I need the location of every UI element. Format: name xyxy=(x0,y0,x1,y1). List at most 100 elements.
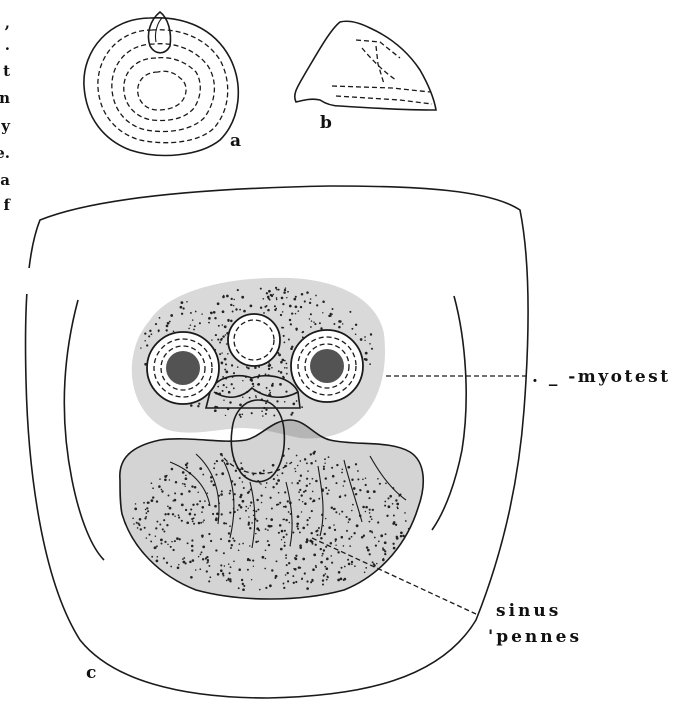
stipple-dot xyxy=(258,529,260,531)
stipple-dot xyxy=(169,507,172,510)
stipple-dot xyxy=(262,556,265,559)
stipple-dot xyxy=(347,466,350,469)
stipple-dot xyxy=(263,470,265,472)
stipple-dot xyxy=(172,513,174,515)
stipple-dot xyxy=(189,561,192,564)
stipple-dot xyxy=(224,565,226,567)
stipple-dot xyxy=(231,365,233,367)
stipple-dot xyxy=(151,556,153,558)
stipple-dot xyxy=(197,405,199,407)
stipple-dot xyxy=(188,490,191,493)
stipple-dot xyxy=(365,506,368,509)
stipple-dot xyxy=(241,413,243,415)
stipple-dot xyxy=(284,367,286,369)
stipple-dot xyxy=(272,464,275,467)
stipple-dot xyxy=(364,336,366,338)
stipple-dot xyxy=(161,490,163,492)
stipple-dot xyxy=(242,583,244,585)
stipple-dot xyxy=(211,339,212,340)
stipple-dot xyxy=(202,506,205,509)
stipple-dot xyxy=(220,493,223,496)
stipple-dot xyxy=(231,383,233,385)
stipple-dot xyxy=(322,301,325,304)
stipple-dot xyxy=(310,326,312,328)
stipple-dot xyxy=(264,568,266,570)
stipple-dot xyxy=(290,323,292,325)
stipple-dot xyxy=(199,467,202,470)
stipple-dot xyxy=(320,327,322,329)
stipple-dot xyxy=(304,572,306,574)
stipple-dot xyxy=(298,491,300,493)
stipple-dot xyxy=(198,522,201,525)
stipple-dot xyxy=(159,317,161,319)
stipple-dot xyxy=(215,549,217,551)
stipple-dot xyxy=(267,529,269,531)
stipple-dot xyxy=(215,474,217,476)
stipple-dot xyxy=(223,399,224,400)
stipple-dot xyxy=(310,532,312,534)
stipple-dot xyxy=(182,558,184,560)
stipple-dot xyxy=(325,573,327,575)
stipple-dot xyxy=(307,470,309,472)
stipple-dot xyxy=(177,566,180,569)
stipple-dot xyxy=(272,294,274,296)
stipple-dot xyxy=(208,565,210,567)
stipple-dot xyxy=(182,471,185,474)
stipple-dot xyxy=(192,319,193,320)
stipple-dot xyxy=(384,501,386,503)
stipple-dot xyxy=(167,513,169,515)
stipple-dot xyxy=(323,533,325,535)
stipple-dot xyxy=(208,533,210,535)
stipple-dot xyxy=(247,492,249,494)
stipple-dot xyxy=(309,539,312,542)
figure-b-shell-side-view: b xyxy=(295,21,436,133)
stipple-dot xyxy=(253,385,255,387)
stipple-dot xyxy=(285,554,287,556)
stipple-dot xyxy=(366,490,369,493)
right-muscle-ring xyxy=(291,330,363,402)
stipple-dot xyxy=(229,525,231,527)
stipple-dot xyxy=(301,406,303,408)
stipple-dot xyxy=(164,475,167,478)
stipple-dot xyxy=(283,583,285,585)
stipple-dot xyxy=(221,490,223,492)
stipple-dot xyxy=(296,455,298,457)
stipple-dot xyxy=(346,530,348,532)
stipple-dot xyxy=(382,547,384,549)
stipple-dot xyxy=(315,295,317,297)
stipple-dot xyxy=(137,527,139,529)
stipple-dot xyxy=(339,513,341,515)
stipple-dot xyxy=(232,537,234,539)
stipple-dot xyxy=(285,574,287,576)
stipple-dot xyxy=(155,323,157,325)
stipple-dot xyxy=(239,543,241,545)
stipple-dot xyxy=(269,497,271,499)
stipple-dot xyxy=(183,557,185,559)
stipple-dot xyxy=(351,561,353,563)
stipple-dot xyxy=(286,367,288,369)
stipple-dot xyxy=(361,536,364,539)
stipple-dot xyxy=(146,507,148,509)
stipple-dot xyxy=(340,578,343,581)
stipple-dot xyxy=(230,320,233,323)
stipple-dot xyxy=(364,572,366,574)
stipple-dot xyxy=(281,297,284,300)
stipple-dot xyxy=(140,528,142,530)
stipple-dot xyxy=(225,415,226,416)
stipple-dot xyxy=(294,568,297,571)
stipple-dot xyxy=(306,587,309,590)
stipple-dot xyxy=(248,516,250,518)
stipple-dot xyxy=(315,530,317,532)
stipple-dot xyxy=(192,504,194,506)
stipple-dot xyxy=(270,294,272,296)
stipple-dot xyxy=(224,325,227,328)
stipple-dot xyxy=(199,500,201,502)
stipple-dot xyxy=(193,329,195,331)
stipple-dot xyxy=(135,503,137,505)
stipple-dot xyxy=(340,567,342,569)
stipple-dot xyxy=(191,549,193,551)
stipple-dot xyxy=(351,479,353,481)
stipple-dot xyxy=(348,563,351,566)
stipple-dot xyxy=(146,537,147,538)
stipple-dot xyxy=(259,482,260,483)
